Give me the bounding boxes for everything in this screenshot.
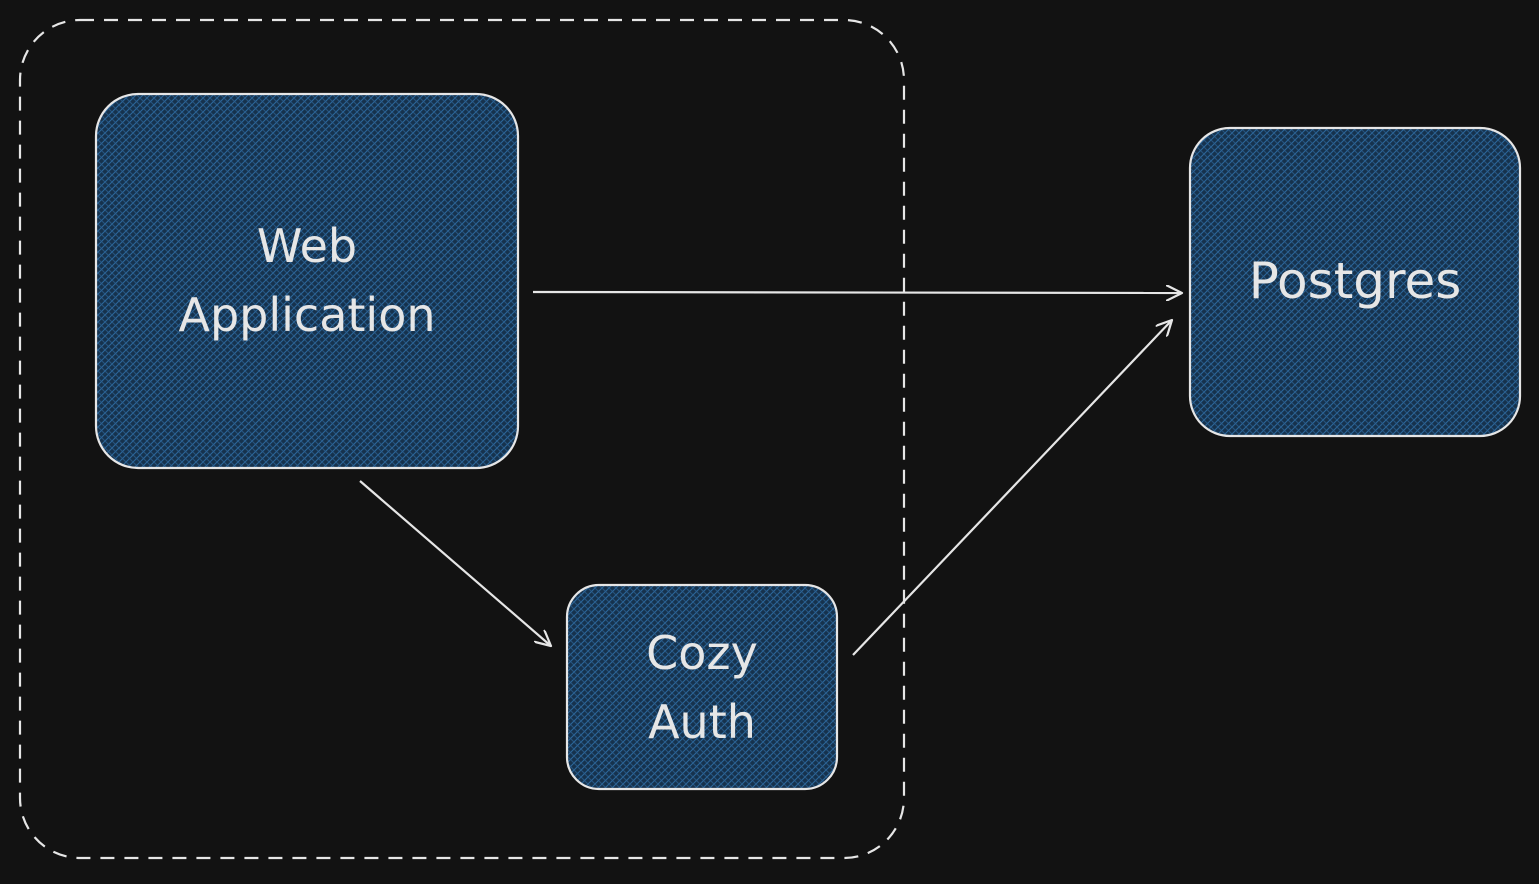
edge-web-app-to-cozy-auth	[359, 480, 551, 646]
node-cozy-auth-box	[565, 583, 839, 791]
node-web-application-label-line1: Web	[257, 219, 357, 273]
service-boundary	[18, 18, 906, 860]
node-web-application-label-line2: Application	[178, 288, 435, 342]
node-web-application-box	[94, 92, 520, 470]
edge-cozy-auth-to-postgres	[852, 320, 1172, 656]
node-web-application[interactable]: Web Application	[94, 92, 520, 470]
edge-web-app-to-postgres	[532, 292, 1182, 293]
node-postgres[interactable]: Postgres	[1188, 126, 1522, 438]
node-cozy-auth[interactable]: Cozy Auth	[565, 583, 839, 791]
node-postgres-label: Postgres	[1249, 252, 1462, 310]
node-cozy-auth-label-line1: Cozy	[646, 626, 758, 680]
node-postgres-box	[1188, 126, 1522, 438]
node-cozy-auth-label-line2: Auth	[648, 695, 756, 749]
